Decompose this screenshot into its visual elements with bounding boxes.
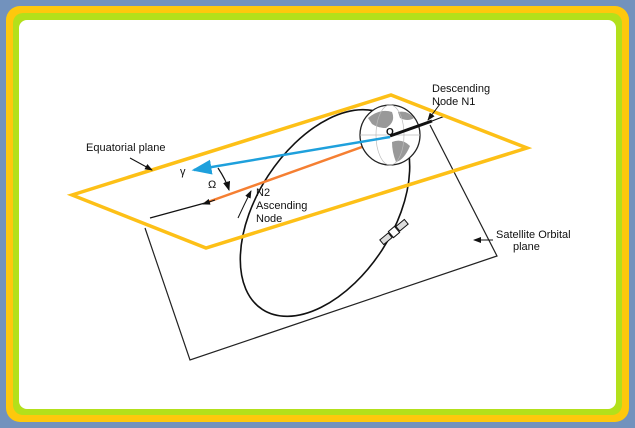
satellite-plane-label-2: plane — [513, 241, 540, 253]
ascending-node-label-1: N2 — [256, 187, 270, 199]
vernal-equinox-vector — [191, 135, 391, 175]
ascending-node-label-2: Ascending — [256, 200, 307, 212]
equatorial-plane-label: Equatorial plane — [86, 142, 166, 154]
descending-node-label-2: Node N1 — [432, 96, 475, 108]
node-line — [149, 202, 206, 219]
omega-label: Ω — [208, 179, 216, 191]
satellite-icon — [379, 218, 409, 246]
gamma-label: γ — [180, 166, 186, 178]
omega-arc — [217, 167, 231, 192]
equatorial-plane — [66, 93, 533, 250]
orbital-plane — [144, 124, 498, 361]
descending-node-line — [389, 119, 433, 138]
origin-label: O — [386, 127, 394, 138]
ascending-arrow-icon — [202, 198, 216, 205]
descending-node-label: Descending — [432, 83, 490, 95]
ascending-node-vector — [204, 135, 391, 205]
satellite-plane-label-1: Satellite Orbital — [496, 229, 571, 241]
ascending-node-label-3: Node — [256, 213, 282, 225]
